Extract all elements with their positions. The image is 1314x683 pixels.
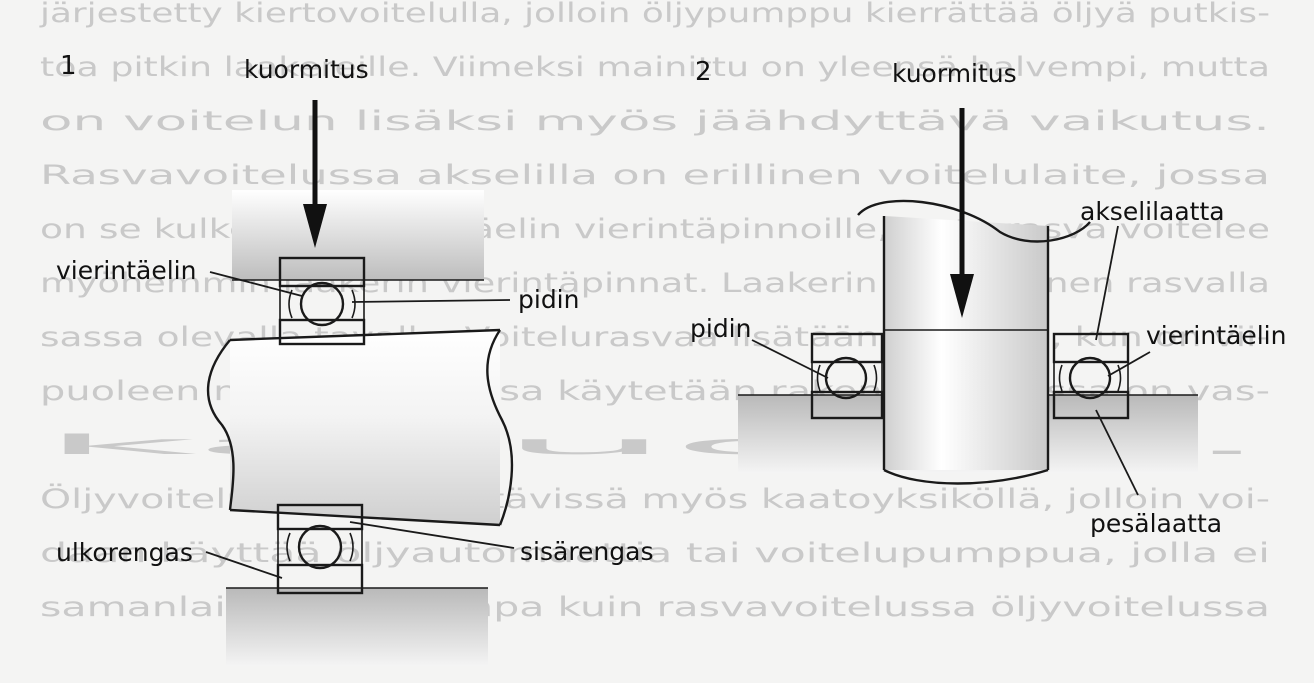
upper-housing [232, 190, 484, 280]
background-text-line: Rasvavoitelussa akselilla on erillinen v… [40, 160, 1270, 191]
load-arrow-2 [950, 108, 974, 318]
lower-bearing [276, 503, 364, 595]
background-text-line: samanlainen voiteluinpa kuin rasvavoitel… [40, 592, 1270, 623]
shaft-washer-label: akselilaatta [1080, 197, 1225, 226]
left-bearing [810, 332, 884, 420]
background-text-line: on voitelun lisäksi myös jäähdyttävä vai… [40, 106, 1270, 137]
rolling-element-label-1: vierintäelin [56, 256, 196, 285]
background-text-line: järjestetty kiertovoitelulla, jolloin öl… [39, 0, 1270, 29]
rolling-element-right [1068, 356, 1112, 400]
background-text: järjestetty kiertovoitelulla, jolloin öl… [39, 0, 1270, 623]
upper-bearing [278, 256, 366, 346]
diagram-1: 1 kuormitus vierintäelin pidin ulkorenga… [56, 51, 653, 666]
diagram-2-number: 2 [695, 57, 712, 87]
load-label-1: kuormitus [244, 55, 369, 84]
cage-label-1: pidin [518, 285, 579, 314]
load-arrow-1 [303, 100, 327, 248]
cage-label-2: pidin [690, 314, 751, 343]
housing-washer-label: pesälaatta [1090, 509, 1222, 538]
background-text-line: myöhemmin laakerin vierintäpinnat. Laake… [40, 268, 1270, 299]
diagram-2: 2 kuormitus akselilaatta pidin vierintäe… [690, 57, 1286, 538]
diagram-1-number: 1 [60, 51, 77, 81]
rolling-element-bottom [297, 524, 343, 570]
shaft [206, 328, 514, 527]
inner-ring-label: sisärengas [520, 537, 653, 566]
outer-ring-label: ulkorengas [56, 538, 193, 567]
right-bearing [1052, 332, 1130, 420]
background-text-line: Öljyvoitelu on järjestettävissä myös kaa… [40, 483, 1270, 515]
background-text-line: daan käyttää öljyautomaattia tai voitelu… [40, 538, 1270, 569]
load-label-2: kuormitus [892, 59, 1017, 88]
rolling-element-label-2: vierintäelin [1146, 321, 1286, 350]
rolling-element-top [299, 281, 345, 327]
vertical-shaft [857, 199, 1091, 485]
lower-housing [226, 588, 488, 666]
background-text-line: toa pitkin laakereille. Viimeksi mainitt… [40, 52, 1270, 83]
